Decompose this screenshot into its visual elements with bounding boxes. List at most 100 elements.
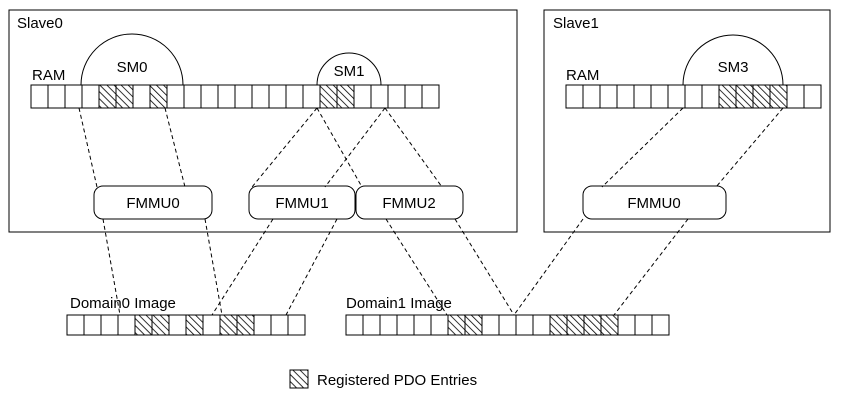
- ram0-pdo-cell: [98, 84, 117, 109]
- ram1-cell: [599, 84, 618, 109]
- dom1-cell: [413, 314, 432, 336]
- dom0-pdo-cell: [219, 314, 238, 336]
- dom0-cell: [270, 314, 289, 336]
- ram1-pdo-cell: [735, 84, 754, 109]
- map-line: [316, 107, 363, 188]
- fmmu1-slave0: FMMU1: [248, 185, 356, 220]
- ram1-pdo-cell: [718, 84, 737, 109]
- dom0-pdo-cell: [151, 314, 170, 336]
- dom1-cell: [481, 314, 500, 336]
- fmmu0-slave1: FMMU0: [582, 185, 727, 220]
- fmmu0-slave0-label: FMMU0: [126, 195, 179, 212]
- ram0-cell: [285, 84, 304, 109]
- ram0-cell: [217, 84, 236, 109]
- slave0-ram-label: RAM: [32, 67, 65, 84]
- dom1-pdo-cell: [549, 314, 568, 336]
- fmmu2-slave0: FMMU2: [355, 185, 464, 220]
- dom1-cell: [498, 314, 517, 336]
- dom1-pdo-cell: [583, 314, 602, 336]
- dom1-pdo-cell: [600, 314, 619, 336]
- map-line: [204, 218, 223, 316]
- fmmu2-slave0-label: FMMU2: [382, 195, 435, 212]
- domain1-image-row: [345, 314, 670, 336]
- dom0-cell: [287, 314, 306, 336]
- sm3-label: SM3: [718, 59, 749, 76]
- ram1-cell: [565, 84, 584, 109]
- slave1-block: Slave1 RAM SM3 FMMU0: [543, 9, 831, 233]
- ram0-cell: [353, 84, 372, 109]
- ram0-pdo-cell: [149, 84, 168, 109]
- sm0-dome: [80, 33, 184, 86]
- dom1-pdo-cell: [447, 314, 466, 336]
- ram0-pdo-cell: [115, 84, 134, 109]
- dom0-cell: [100, 314, 119, 336]
- dom1-cell: [634, 314, 653, 336]
- dom1-cell: [396, 314, 415, 336]
- dom0-cell: [117, 314, 136, 336]
- ram0-cell: [268, 84, 287, 109]
- ram1-cell: [633, 84, 652, 109]
- dom0-cell: [168, 314, 187, 336]
- dom1-pdo-cell: [464, 314, 483, 336]
- legend: Registered PDO Entries: [289, 369, 477, 389]
- ram1-cell: [667, 84, 686, 109]
- slave1-frame: [543, 9, 831, 233]
- ram0-cell: [251, 84, 270, 109]
- ram1-cell: [684, 84, 703, 109]
- ram0-cell: [302, 84, 321, 109]
- ram1-pdo-cell: [752, 84, 771, 109]
- sm1-label: SM1: [334, 63, 365, 80]
- dom0-cell: [202, 314, 221, 336]
- domain0-image-row: [66, 314, 306, 336]
- dom0-cell: [83, 314, 102, 336]
- map-line: [285, 218, 338, 316]
- dom0-cell: [66, 314, 85, 336]
- sm3-dome: [682, 34, 784, 86]
- ram1-cell: [786, 84, 805, 109]
- ram0-cell: [81, 84, 100, 109]
- slave0-title: Slave0: [17, 15, 63, 32]
- dom0-cell: [253, 314, 272, 336]
- slave1-ram-label: RAM: [566, 67, 599, 84]
- ram0-cell: [200, 84, 219, 109]
- slave1-ram-row: [565, 84, 822, 109]
- dom1-cell: [515, 314, 534, 336]
- ram1-cell: [582, 84, 601, 109]
- fmmu1-slave0-label: FMMU1: [275, 195, 328, 212]
- domain0-label: Domain0 Image: [70, 295, 176, 312]
- ram0-pdo-cell: [336, 84, 355, 109]
- sm1-dome: [316, 52, 382, 86]
- slave1-title: Slave1: [553, 15, 599, 32]
- ram1-cell: [701, 84, 720, 109]
- map-line: [324, 107, 386, 188]
- ram0-cell: [421, 84, 440, 109]
- slave0-block: Slave0 RAM SM0 SM1 FMMU0 FMMU1 FMMU2: [8, 9, 518, 233]
- domain1-label: Domain1 Image: [346, 295, 452, 312]
- ram0-cell: [30, 84, 49, 109]
- mapping-lines: [78, 107, 784, 316]
- ram0-cell: [183, 84, 202, 109]
- ram1-pdo-cell: [769, 84, 788, 109]
- dom1-cell: [345, 314, 364, 336]
- map-line: [385, 218, 448, 316]
- dom1-pdo-cell: [566, 314, 585, 336]
- map-line: [251, 107, 318, 188]
- sm0-label: SM0: [117, 59, 148, 76]
- dom1-cell: [379, 314, 398, 336]
- ram1-cell: [803, 84, 822, 109]
- dom0-pdo-cell: [134, 314, 153, 336]
- ram0-cell: [64, 84, 83, 109]
- slave0-ram-row: [30, 84, 440, 109]
- map-line: [454, 218, 515, 316]
- ram0-cell: [132, 84, 151, 109]
- ram0-pdo-cell: [319, 84, 338, 109]
- dom1-cell: [430, 314, 449, 336]
- fmmu0-slave1-label: FMMU0: [627, 195, 680, 212]
- ram0-cell: [234, 84, 253, 109]
- legend-hatch-swatch: [289, 369, 309, 389]
- ram1-cell: [616, 84, 635, 109]
- dom1-cell: [532, 314, 551, 336]
- map-line: [601, 107, 684, 188]
- dom0-pdo-cell: [185, 314, 204, 336]
